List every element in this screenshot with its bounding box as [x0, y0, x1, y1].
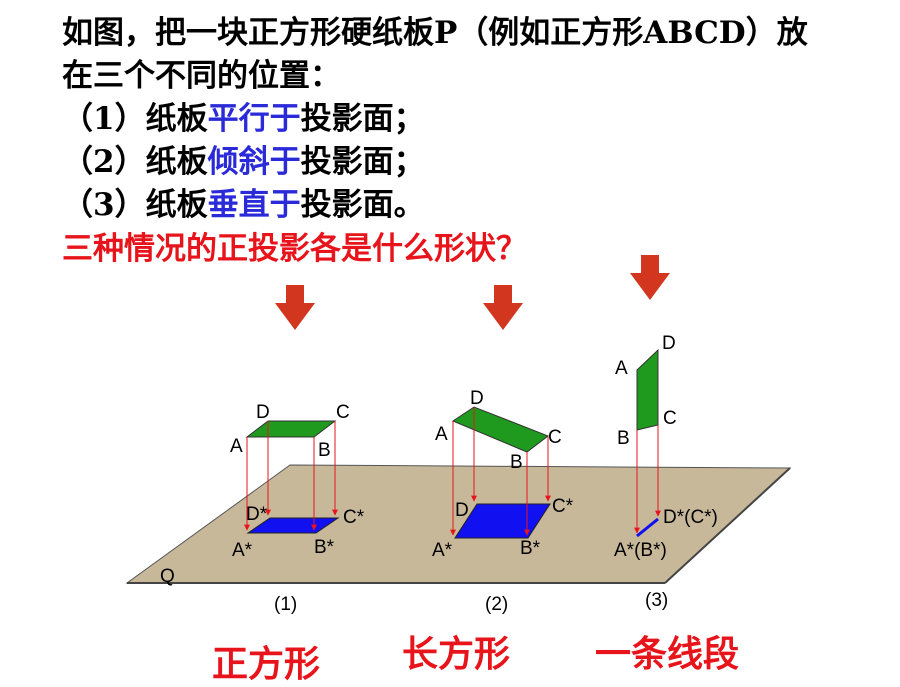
case-3-prefix: （3）纸板: [62, 187, 208, 223]
label-B: B: [318, 440, 331, 461]
answer-3: 一条线段: [595, 634, 740, 675]
label-C-star: C*: [552, 496, 574, 517]
case-1-suffix: 投影面；: [300, 101, 425, 137]
board-2: [451, 406, 550, 453]
down-arrow-icon: [483, 285, 523, 330]
figure-2: A B C D A* B* C* D (2): [432, 388, 574, 615]
caption-2: (2): [485, 594, 508, 615]
intro-line-1: 如图，把一块正方形硬纸板P（例如正方形ABCD）放: [62, 15, 808, 51]
case-1-highlight: 平行于: [207, 101, 301, 137]
down-arrow-icon: [275, 285, 315, 330]
label-D-star: D: [455, 500, 469, 521]
answer-1: 正方形: [212, 644, 321, 685]
case-1: （1）纸板平行于投影面；: [62, 100, 425, 138]
case-1-prefix: （1）纸板: [62, 101, 208, 137]
label-A: A: [435, 424, 448, 445]
label-D: D: [470, 388, 484, 409]
projection-3: [636, 517, 659, 538]
case-3-highlight: 垂直于: [207, 187, 301, 223]
figure-1: A B C D A* B* C* D* (1): [230, 402, 365, 615]
case-3-suffix: 投影面。: [300, 187, 425, 223]
label-D: D: [662, 333, 676, 354]
label-DC-star: D*(C*): [663, 507, 718, 528]
case-2-suffix: 投影面；: [300, 144, 425, 180]
case-3: （3）纸板垂直于投影面。: [62, 186, 425, 224]
label-D-star: D*: [246, 504, 268, 525]
label-A: A: [230, 436, 243, 457]
board-3: [636, 348, 659, 431]
case-2-prefix: （2）纸板: [62, 144, 208, 180]
label-A: A: [615, 358, 628, 379]
label-D: D: [256, 402, 270, 423]
intro-line-2: 在三个不同的位置：: [62, 58, 341, 94]
label-AB-star: A*(B*): [614, 540, 667, 561]
label-C: C: [663, 408, 677, 429]
case-2-highlight: 倾斜于: [207, 144, 301, 180]
figure-3: A B C D A*(B*) D*(C*) (3): [614, 333, 718, 611]
question: 三种情况的正投影各是什么形状？: [62, 231, 527, 267]
plane-label: Q: [160, 566, 175, 587]
label-B: B: [510, 452, 523, 473]
case-2: （2）纸板倾斜于投影面；: [62, 143, 425, 181]
label-A-star: A*: [232, 540, 253, 561]
down-arrow-icon: [630, 255, 670, 300]
caption-3: (3): [645, 590, 668, 611]
caption-1: (1): [274, 594, 297, 615]
label-B-star: B*: [520, 538, 541, 559]
projection-2: [454, 503, 551, 539]
label-C: C: [548, 427, 562, 448]
answer-2: 长方形: [402, 634, 511, 675]
board-1: [245, 420, 337, 438]
label-A-star: A*: [432, 540, 453, 561]
label-B-star: B*: [314, 537, 335, 558]
label-C-star: C*: [343, 507, 365, 528]
label-C: C: [336, 402, 350, 423]
label-B: B: [617, 428, 630, 449]
